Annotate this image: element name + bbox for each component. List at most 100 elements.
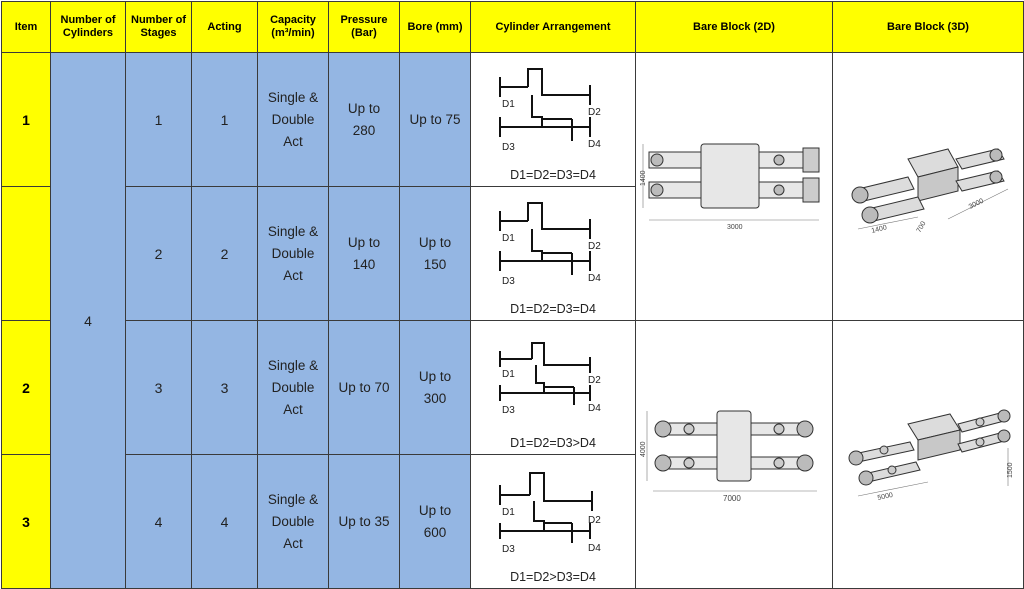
pressure-value: Up to 140	[328, 186, 400, 321]
pressure-value: Up to 70	[328, 320, 400, 455]
cylinders-value: 4	[50, 52, 126, 589]
header-capacity: Capacity (m³/min)	[257, 1, 329, 53]
label-d4: D4	[588, 543, 601, 554]
block-2d-top-cell: 3000 1400	[635, 52, 833, 321]
item-number: 2	[1, 320, 51, 455]
table-row: 3 4 4 Single & Double Act Up to 35 Up to…	[1, 454, 1024, 589]
block-3d-top-cell: 1400 3000 700	[832, 52, 1024, 321]
block-3d-drawing-bottom: 5000 1500	[848, 409, 1014, 502]
arrangement-equation: D1=D2=D3=D4	[510, 301, 596, 316]
header-acting: Acting	[191, 1, 258, 53]
label-d3: D3	[502, 544, 515, 555]
block-3d-bottom-cell: 5000 1500	[832, 320, 1024, 589]
bore-text: Up to 600	[418, 502, 452, 540]
block-2d-drawing-top: 3000 1400	[640, 143, 820, 231]
label-d2: D2	[588, 107, 601, 118]
arrangement-diagram: D1 D2 D3 D4 D1=D2>D3=D4	[472, 457, 634, 587]
dim-width-2d-top: 3000	[727, 224, 743, 231]
label-d2: D2	[588, 375, 601, 386]
item-number	[1, 186, 51, 321]
block-2d-drawing-bottom: 7000 4000	[640, 410, 817, 503]
bore-text: Up to 150	[418, 234, 452, 272]
header-capacity-main: Capacity	[270, 14, 316, 26]
dim-height-3d-bottom: 1500	[1007, 462, 1014, 478]
capacity-text: Single & Double Act	[267, 223, 319, 283]
label-d1: D1	[502, 233, 515, 244]
cylinder-stepped-diagram: D1 D2 D3 D4	[499, 471, 601, 555]
stages-value: 1	[125, 52, 192, 187]
arrangement-equation: D1=D2=D3=D4	[510, 167, 596, 182]
acting-value: 3	[191, 320, 258, 455]
dim-depth-3d-top: 700	[916, 220, 928, 234]
arrangement-diagram: D1 D2 D3 D4 D1=D2=D3>D4	[472, 323, 634, 453]
label-d4: D4	[588, 139, 601, 150]
cylinder-stepped-diagram: D1 D2 D3 D4	[499, 341, 601, 416]
dim-width-3d-top: 1400	[871, 224, 888, 235]
capacity-value: Single & Double Act	[257, 52, 329, 187]
cylinder-stepped-diagram: D1 D2 D3 D4	[499, 201, 601, 287]
bore-value: Up to 300	[399, 320, 471, 455]
arrangement-cell: D1 D2 D3 D4 D1=D2=D3=D4	[470, 52, 636, 187]
header-item: Item	[1, 1, 51, 53]
label-d2: D2	[588, 241, 601, 252]
header-bore: Bore (mm)	[399, 1, 471, 53]
label-d3: D3	[502, 142, 515, 153]
header-block-3d: Bare Block (3D)	[832, 1, 1024, 53]
pressure-value: Up to 280	[328, 52, 400, 187]
table-row: 2 2 Single & Double Act Up to 140 Up to …	[1, 186, 1024, 321]
bore-value: Up to 75	[399, 52, 471, 187]
label-d3: D3	[502, 405, 515, 416]
dim-length-3d-top: 3000	[968, 198, 985, 211]
arrangement-cell: D1 D2 D3 D4 D1=D2=D3>D4	[470, 320, 636, 455]
stages-value: 3	[125, 320, 192, 455]
pressure-value: Up to 35	[328, 454, 400, 589]
acting-value: 4	[191, 454, 258, 589]
acting-value: 1	[191, 52, 258, 187]
acting-value: 2	[191, 186, 258, 321]
capacity-text: Single & Double Act	[267, 491, 319, 551]
header-cylinders: Number of Cylinders	[50, 1, 126, 53]
header-block-2d: Bare Block (2D)	[635, 1, 833, 53]
stages-value: 2	[125, 186, 192, 321]
label-d1: D1	[502, 99, 515, 110]
block-2d-bottom-cell: 7000 4000	[635, 320, 833, 589]
header-row: Item Number of Cylinders Number of Stage…	[1, 1, 1024, 53]
header-arrangement: Cylinder Arrangement	[470, 1, 636, 53]
label-d4: D4	[588, 273, 601, 284]
capacity-text: Single & Double Act	[267, 357, 319, 417]
bore-value: Up to 600	[399, 454, 471, 589]
pressure-text: Up to 280	[347, 100, 381, 138]
pressure-text: Up to 140	[347, 234, 381, 272]
capacity-value: Single & Double Act	[257, 320, 329, 455]
label-d1: D1	[502, 507, 515, 518]
cylinder-stepped-diagram: D1 D2 D3 D4	[499, 67, 601, 153]
block-3d-drawing-top: 1400 3000 700	[851, 148, 1009, 235]
label-d2: D2	[588, 515, 601, 526]
header-pressure: Pressure (Bar)	[328, 1, 400, 53]
dim-width-2d-bottom: 7000	[723, 494, 741, 503]
label-d1: D1	[502, 369, 515, 380]
bore-value: Up to 150	[399, 186, 471, 321]
label-d3: D3	[502, 276, 515, 287]
item-number: 1	[1, 52, 51, 187]
label-d4: D4	[588, 403, 601, 414]
arrangement-equation: D1=D2>D3=D4	[510, 569, 596, 584]
arrangement-equation: D1=D2=D3>D4	[510, 435, 596, 450]
table-row: 1 4 1 1 Single & Double Act Up to 280 Up…	[1, 52, 1024, 589]
capacity-text: Single & Double Act	[267, 89, 319, 149]
bore-text: Up to 75	[409, 111, 461, 127]
dim-height-2d-bottom: 4000	[640, 441, 647, 457]
arrangement-cell: D1 D2 D3 D4 D1=D2=D3=D4	[470, 186, 636, 321]
header-stages: Number of Stages	[125, 1, 192, 53]
dim-height-2d-top: 1400	[640, 170, 647, 186]
capacity-value: Single & Double Act	[257, 454, 329, 589]
dim-width-3d-bottom: 5000	[877, 492, 894, 502]
header-capacity-unit: (m³/min)	[271, 27, 315, 39]
arrangement-diagram: D1 D2 D3 D4 D1=D2=D3=D4	[472, 55, 634, 185]
pressure-text: Up to 70	[338, 379, 390, 395]
arrangement-cell: D1 D2 D3 D4 D1=D2>D3=D4	[470, 454, 636, 589]
capacity-value: Single & Double Act	[257, 186, 329, 321]
arrangement-diagram: D1 D2 D3 D4 D1=D2=D3=D4	[472, 189, 634, 319]
bore-text: Up to 300	[418, 368, 452, 406]
